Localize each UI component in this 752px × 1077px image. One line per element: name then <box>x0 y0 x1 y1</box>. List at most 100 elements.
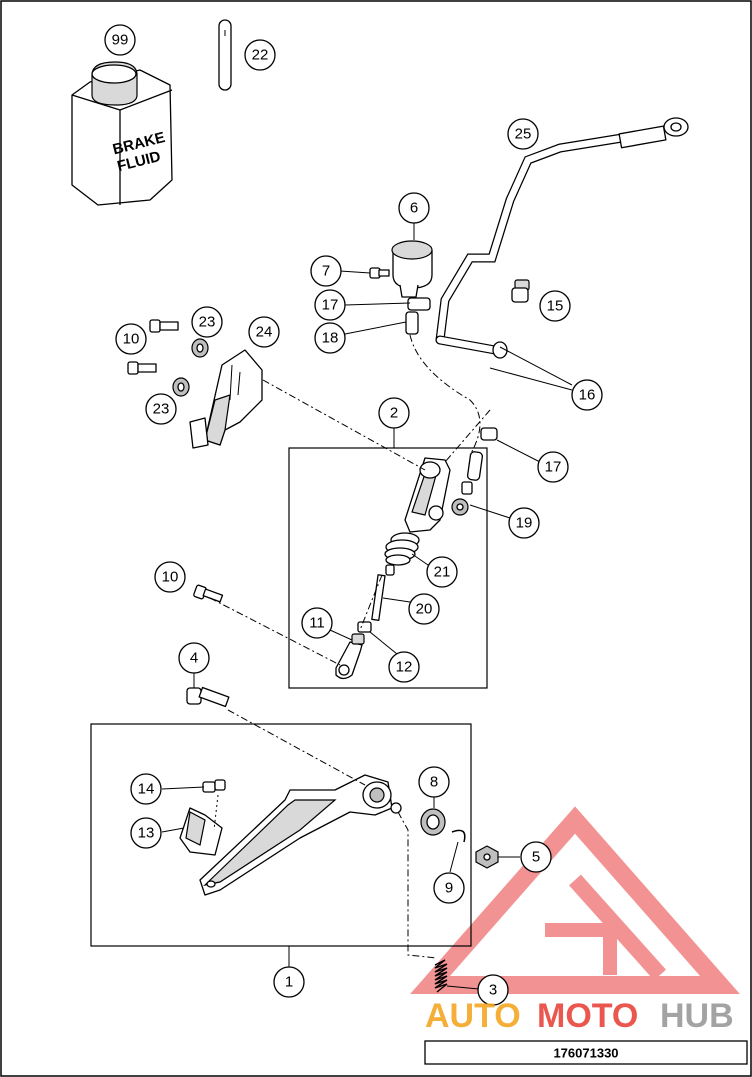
callout-label: 24 <box>256 324 273 341</box>
watermark-part1: AUTO <box>425 997 521 1035</box>
brake-pedal-group-box <box>90 723 472 947</box>
callout-label: 11 <box>309 615 325 632</box>
master-cylinder <box>404 457 451 533</box>
brake-reservoir <box>391 240 433 298</box>
callout-label: 13 <box>138 825 155 842</box>
nut-5 <box>475 845 499 869</box>
callout-99: 99 <box>104 24 136 56</box>
callout-label: 14 <box>138 781 155 798</box>
callout-12: 12 <box>388 651 420 683</box>
callout-25: 25 <box>507 118 539 150</box>
callout-label: 4 <box>190 650 198 667</box>
hose-clamp-top <box>405 297 431 335</box>
callout-label: 19 <box>516 515 533 532</box>
bleeder-screw <box>511 279 530 303</box>
brake-pedal <box>199 774 402 896</box>
callout-2: 2 <box>378 397 410 429</box>
callout-18: 18 <box>314 322 346 354</box>
callout-22: 22 <box>244 39 276 71</box>
callout-19: 19 <box>508 507 540 539</box>
callout-label: 16 <box>579 387 596 404</box>
clevis <box>335 633 365 680</box>
bolt-4 <box>186 686 230 708</box>
bolt-10-lower <box>193 584 224 603</box>
callout-10-lower: 10 <box>154 561 186 593</box>
callout-label: 10 <box>162 569 179 586</box>
screw-7 <box>369 267 390 279</box>
brake-line <box>435 117 689 359</box>
callout-4: 4 <box>178 642 210 674</box>
watermark-part3: HUB <box>660 997 734 1035</box>
callout-23-bottom: 23 <box>145 393 177 425</box>
bearing-8 <box>420 808 446 836</box>
callout-8: 8 <box>418 766 450 798</box>
callout-10-top: 10 <box>115 323 147 355</box>
assembly-lines <box>209 334 491 959</box>
callout-label: 17 <box>322 297 339 314</box>
watermark-logo <box>410 806 740 994</box>
banjo-bolt-19 <box>451 481 473 516</box>
callout-label: 10 <box>123 331 140 348</box>
callout-14: 14 <box>130 773 162 805</box>
diagram-code-box: 176071330 <box>424 1040 748 1065</box>
washer-23-bottom <box>172 377 190 397</box>
callout-label: 12 <box>396 659 413 676</box>
bolt-10-mid <box>127 361 157 375</box>
callout-label: 1 <box>285 974 293 991</box>
callout-23-top: 23 <box>191 306 223 338</box>
watermark-part2: MOTO <box>537 997 638 1035</box>
callout-3: 3 <box>477 974 509 1006</box>
return-spring-3 <box>434 959 448 993</box>
callout-label: 15 <box>547 298 564 315</box>
dust-boot <box>384 532 420 566</box>
push-rod-nut <box>357 621 372 633</box>
bolt-10-top <box>149 319 179 333</box>
callout-17-bottom: 17 <box>537 451 569 483</box>
washer-23-top <box>191 338 209 358</box>
callout-17-top: 17 <box>314 289 346 321</box>
callout-label: 20 <box>416 601 433 618</box>
callout-24: 24 <box>248 316 280 348</box>
push-rod <box>371 564 395 621</box>
callout-7: 7 <box>310 255 342 287</box>
brake-fluid-bottle: BRAKE FLUID <box>71 61 173 206</box>
circlip-9 <box>451 829 466 843</box>
callout-label: 21 <box>434 564 451 581</box>
heat-shield <box>189 349 263 449</box>
master-cylinder-group-box <box>288 447 488 689</box>
callout-label: 9 <box>445 880 453 897</box>
callout-label: 8 <box>430 774 438 791</box>
callout-6: 6 <box>398 192 430 224</box>
screw-14 <box>202 779 226 793</box>
hose-18-lower <box>466 451 484 481</box>
diagram-code: 176071330 <box>553 1046 618 1061</box>
callout-label: 17 <box>545 459 562 476</box>
callout-label: 22 <box>252 47 269 64</box>
callout-21: 21 <box>426 556 458 588</box>
callout-15: 15 <box>539 290 571 322</box>
callout-16: 16 <box>571 379 603 411</box>
pedal-tip <box>179 807 223 856</box>
callout-20: 20 <box>408 593 440 625</box>
callout-label: 6 <box>410 200 418 217</box>
callout-11: 11 <box>301 607 333 639</box>
watermark-text: AUTO MOTO HUB <box>425 997 734 1035</box>
callout-label: 23 <box>153 401 170 418</box>
leader-lines <box>161 218 573 990</box>
callout-label: 7 <box>322 263 330 280</box>
hose-clamp-17b <box>480 427 498 441</box>
callout-label: 25 <box>515 126 532 143</box>
callout-label: 5 <box>532 849 540 866</box>
callout-5: 5 <box>520 841 552 873</box>
callout-label: 23 <box>199 314 216 331</box>
callout-label: 18 <box>322 330 339 347</box>
callout-label: 2 <box>390 405 398 422</box>
callout-9: 9 <box>433 872 465 904</box>
cable-tie <box>218 19 232 91</box>
callout-label: 3 <box>489 982 497 999</box>
callout-label: 99 <box>112 32 129 49</box>
callout-13: 13 <box>130 817 162 849</box>
callout-1: 1 <box>273 966 305 998</box>
